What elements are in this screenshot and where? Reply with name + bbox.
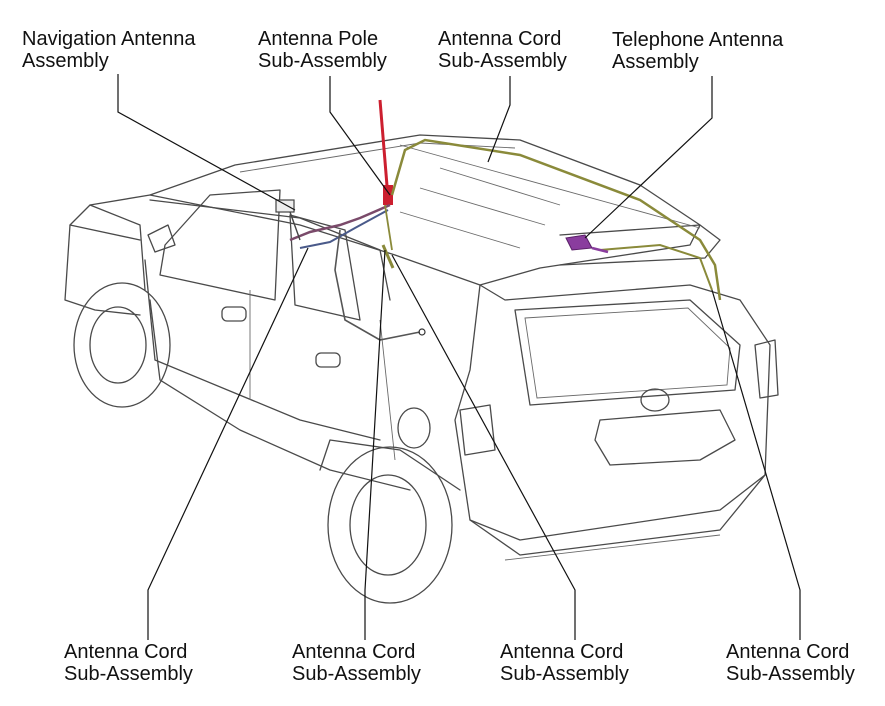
telephone-antenna [565,234,593,251]
label-cord-bottom-3: Antenna Cord Sub-Assembly [500,641,629,685]
rear-antenna-cord [599,243,713,291]
leader-lines [117,74,801,640]
navigation-antenna [275,199,295,213]
vehicle-drawing [64,134,779,604]
antenna-parts [275,99,722,341]
label-cord-bottom-1: Antenna Cord Sub-Assembly [64,641,193,685]
label-cord-bottom-4: Antenna Cord Sub-Assembly [726,641,855,685]
label-antenna-pole: Antenna Pole Sub-Assembly [258,28,387,72]
front-antenna-cord [289,203,391,242]
label-telephone-antenna: Telephone Antenna Assembly [612,29,789,73]
label-cord-bottom-2: Antenna Cord Sub-Assembly [292,641,421,685]
roof-antenna-cord [390,138,722,301]
front-antenna-cord-2 [299,209,389,249]
label-cord-top: Antenna Cord Sub-Assembly [438,28,567,72]
antenna-pole [378,99,390,199]
callout-labels: Navigation Antenna Assembly Antenna Pole… [22,28,855,685]
pillar-antenna-cord [334,229,421,341]
label-navigation-antenna: Navigation Antenna Assembly [22,28,201,72]
antenna-pole-base [383,185,393,205]
